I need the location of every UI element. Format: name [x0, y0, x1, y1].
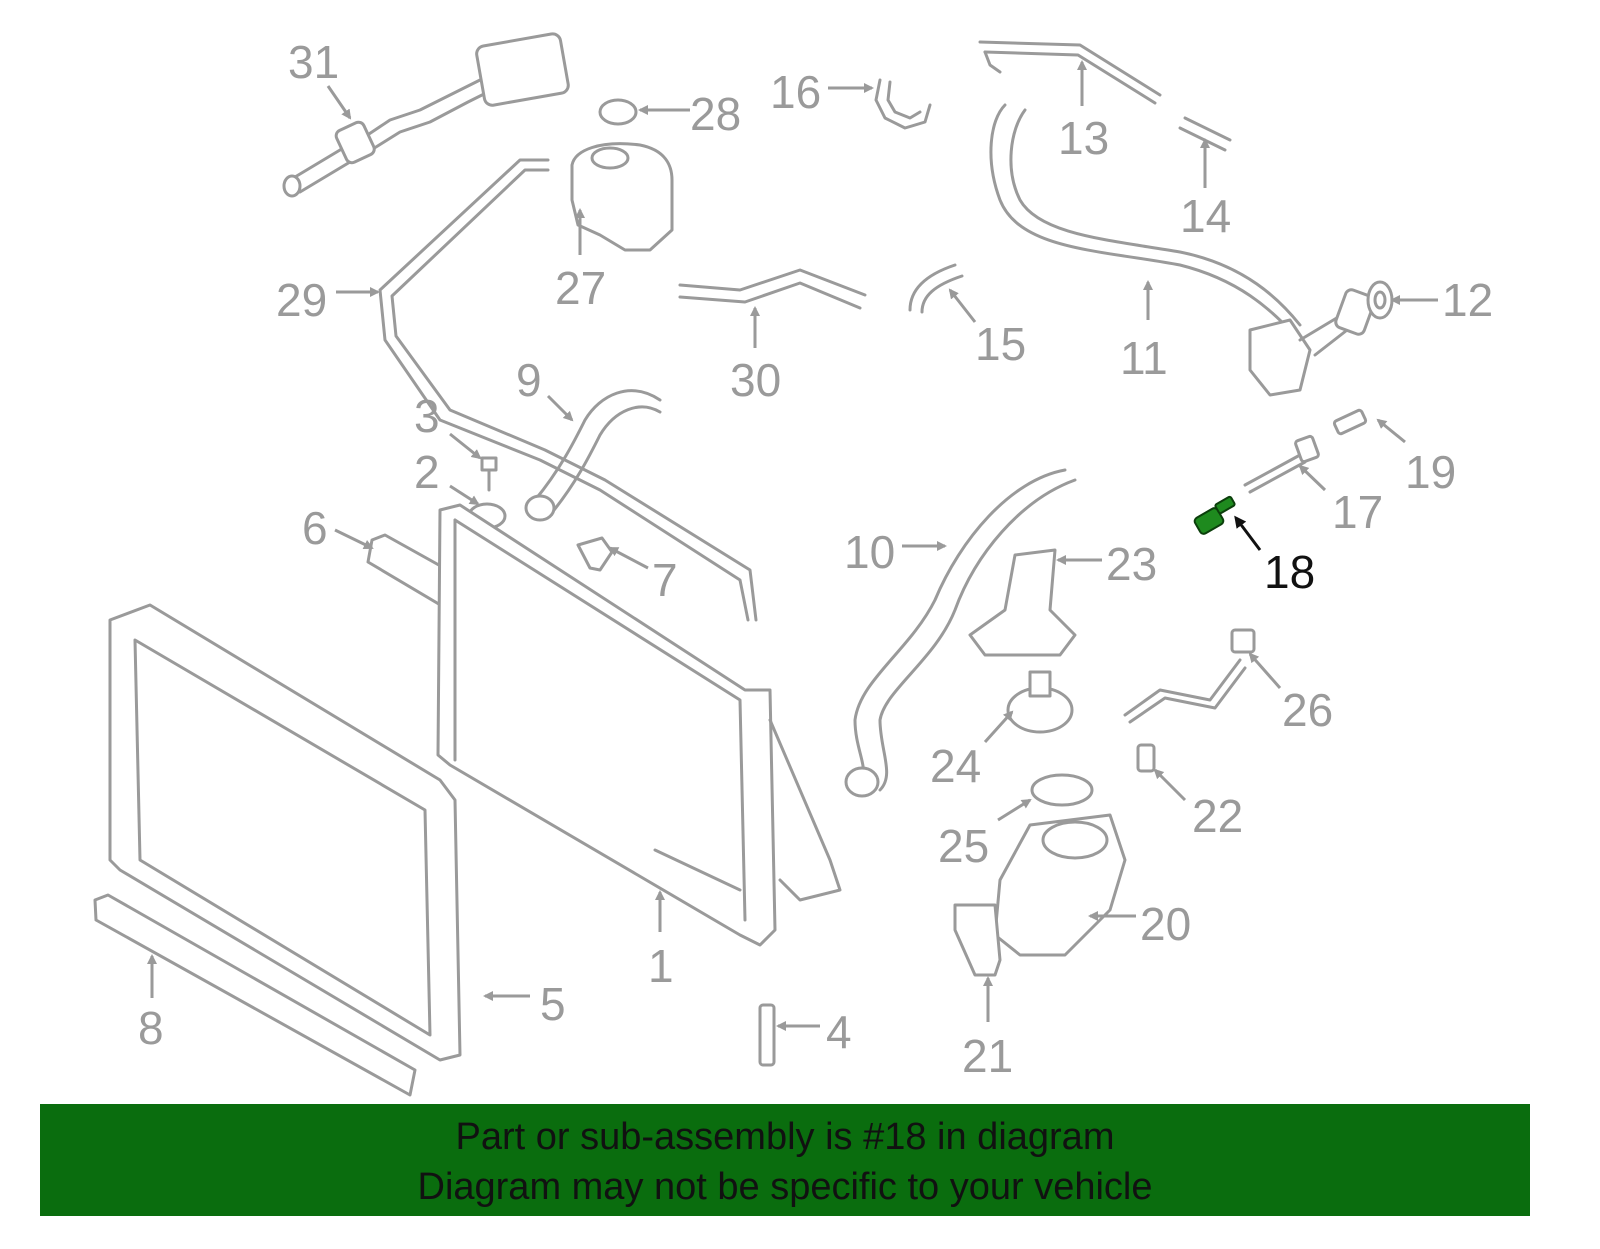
callout-19: 19 — [1405, 446, 1456, 498]
part-11-coolant-pipe — [989, 103, 1376, 397]
part-31-connector-hose — [282, 32, 570, 198]
part-4-sensor — [758, 1003, 776, 1067]
part-27-reservoir — [570, 142, 674, 252]
callout-13: 13 — [1058, 112, 1109, 164]
part-8-lower-rail — [93, 893, 417, 1097]
part-29-long-hose — [378, 158, 758, 622]
part-9-hose — [524, 389, 662, 522]
part-17-sensor — [1243, 434, 1320, 494]
callout-26: 26 — [1282, 684, 1333, 736]
part-13-pipe — [978, 40, 1162, 105]
part-5-condenser — [108, 603, 462, 1062]
part-19-sensor — [1332, 408, 1368, 436]
callout-21: 21 — [962, 1030, 1013, 1082]
part-3-bolt — [480, 456, 498, 492]
callout-29: 29 — [276, 274, 327, 326]
callout-20: 20 — [1140, 898, 1191, 950]
callout-18: 18 — [1264, 546, 1315, 598]
leader-lines — [147, 60, 1438, 1031]
info-banner: Part or sub-assembly is #18 in diagram D… — [40, 1104, 1530, 1216]
callout-3: 3 — [414, 390, 440, 442]
part-20-pump-housing — [993, 813, 1127, 957]
callout-17: 17 — [1332, 486, 1383, 538]
part-23-housing — [968, 548, 1077, 657]
part-15-elbow — [908, 263, 964, 314]
banner-line-1: Part or sub-assembly is #18 in diagram — [455, 1116, 1115, 1158]
callout-28: 28 — [690, 88, 741, 140]
part-16-hose — [874, 78, 932, 130]
callout-27: 27 — [555, 262, 606, 314]
part-18-bolt-highlighted — [1193, 495, 1236, 535]
callout-24: 24 — [930, 740, 981, 792]
callout-5: 5 — [540, 978, 566, 1030]
part-7-bracket — [576, 536, 614, 572]
callout-labels: 31 28 16 13 14 27 29 30 15 11 12 9 3 2 6… — [138, 36, 1493, 1082]
part-22-sensor — [1136, 743, 1156, 773]
callout-10: 10 — [844, 526, 895, 578]
callout-16: 16 — [770, 66, 821, 118]
callout-9: 9 — [516, 354, 542, 406]
callout-11: 11 — [1120, 332, 1168, 384]
part-24-thermostat — [1006, 670, 1074, 734]
callout-31: 31 — [288, 36, 339, 88]
callout-15: 15 — [975, 318, 1026, 370]
banner-line-2: Diagram may not be specific to your vehi… — [417, 1166, 1153, 1208]
callout-6: 6 — [302, 502, 328, 554]
part-25-oring — [1030, 773, 1094, 807]
callout-7: 7 — [652, 554, 678, 606]
callout-1: 1 — [648, 940, 674, 992]
part-21-gasket — [953, 903, 1002, 977]
callout-14: 14 — [1180, 190, 1231, 242]
callout-2: 2 — [414, 446, 440, 498]
part-26-sensor-wire — [1123, 628, 1256, 724]
part-12-gasket — [1366, 280, 1394, 320]
part-28-cap — [598, 98, 638, 126]
callout-30: 30 — [730, 354, 781, 406]
callout-23: 23 — [1106, 538, 1157, 590]
part-1-radiator — [436, 503, 842, 947]
callout-12: 12 — [1442, 274, 1493, 326]
part-10-hose — [844, 468, 1077, 798]
callout-25: 25 — [938, 820, 989, 872]
callout-8: 8 — [138, 1002, 164, 1054]
callout-4: 4 — [826, 1006, 852, 1058]
part-30-hose — [678, 268, 867, 310]
callout-22: 22 — [1192, 790, 1243, 842]
